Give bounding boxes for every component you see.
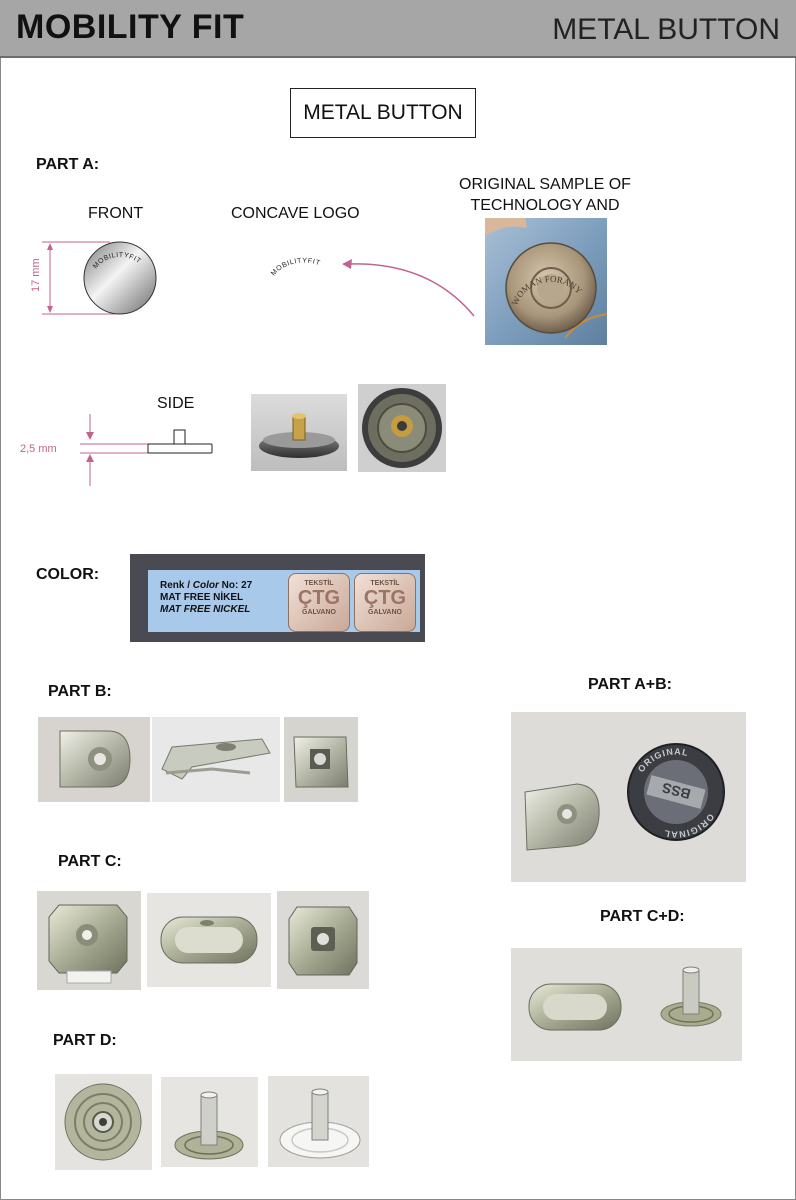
front-height-dimension: 17 mm — [30, 258, 42, 292]
concave-logo-label: CONCAVE LOGO — [231, 205, 360, 222]
document-type: METAL BUTTON — [552, 13, 780, 46]
part-b-photo-back — [284, 717, 358, 802]
part-b-heading: PART B: — [48, 683, 112, 700]
front-button-drawing: MOBILITYFIT — [42, 241, 157, 315]
dimension-arrowhead-up — [47, 243, 53, 250]
side-view-drawing — [80, 414, 213, 486]
part-c-photo-side — [147, 893, 271, 987]
original-sample-photo: WOMAN FORANY — [485, 218, 607, 345]
color-card-photo: Renk / No: 27Color No: 27 MAT FREE NİKEL… — [130, 554, 425, 642]
part-b-photo-side — [152, 717, 280, 802]
color-card-text: Renk / No: 27Color No: 27 MAT FREE NİKEL… — [160, 580, 252, 616]
part-cd-heading: PART C+D: — [600, 908, 685, 925]
dimension-arrowhead-down — [47, 306, 53, 313]
side-button-photo — [251, 394, 347, 471]
color-card: Renk / No: 27Color No: 27 MAT FREE NİKEL… — [148, 570, 420, 632]
brand-title: MOBILITY FIT — [16, 8, 245, 46]
back-button-photo — [358, 384, 446, 472]
part-cd-photo — [511, 948, 742, 1061]
part-ab-heading: PART A+B: — [588, 676, 672, 693]
pointer-arrowhead — [342, 259, 352, 269]
front-button-circle — [83, 241, 157, 315]
color-card-line1: Renk / No: 27Color No: 27 — [160, 580, 253, 591]
part-d-heading: PART D: — [53, 1032, 117, 1049]
side-view-stem — [173, 429, 186, 445]
side-view-cap — [147, 443, 213, 454]
part-ab-photo: BSS ORIGINAL ORIGINAL — [511, 712, 746, 882]
color-chip-2: TEKSTİL ÇTG GALVANO — [354, 573, 416, 632]
part-c-photo-front — [37, 891, 141, 990]
header-bar — [0, 0, 796, 58]
side-label: SIDE — [157, 395, 195, 412]
part-c-heading: PART C: — [58, 853, 122, 870]
thickness-dimension: 2,5 mm — [20, 443, 57, 455]
thickness-arrowhead-up — [86, 454, 94, 462]
part-d-photo-top — [55, 1074, 152, 1170]
part-d-photo-white — [268, 1076, 369, 1167]
color-card-line2: MAT FREE NİKEL — [160, 592, 244, 603]
ab-button-center-text: BSS — [660, 780, 692, 803]
color-heading: COLOR: — [36, 566, 100, 583]
concave-logo-text: MOBILITYFIT — [270, 257, 321, 277]
front-label: FRONT — [88, 205, 144, 222]
pointer-arrow — [347, 263, 475, 317]
part-d-photo-side — [161, 1077, 258, 1167]
color-card-line3: MAT FREE NICKEL — [160, 604, 251, 615]
part-a-heading: PART A: — [36, 156, 100, 173]
thickness-arrowhead-down — [86, 432, 94, 440]
concave-logo-drawing: MOBILITYFIT — [270, 257, 475, 317]
color-chip-1: TEKSTİL ÇTG GALVANO — [288, 573, 350, 632]
original-sample-label-line1: ORIGINAL SAMPLE OF — [459, 176, 631, 193]
part-b-photo-front — [38, 717, 150, 802]
part-c-photo-back — [277, 891, 369, 989]
page-title: METAL BUTTON — [290, 88, 476, 138]
